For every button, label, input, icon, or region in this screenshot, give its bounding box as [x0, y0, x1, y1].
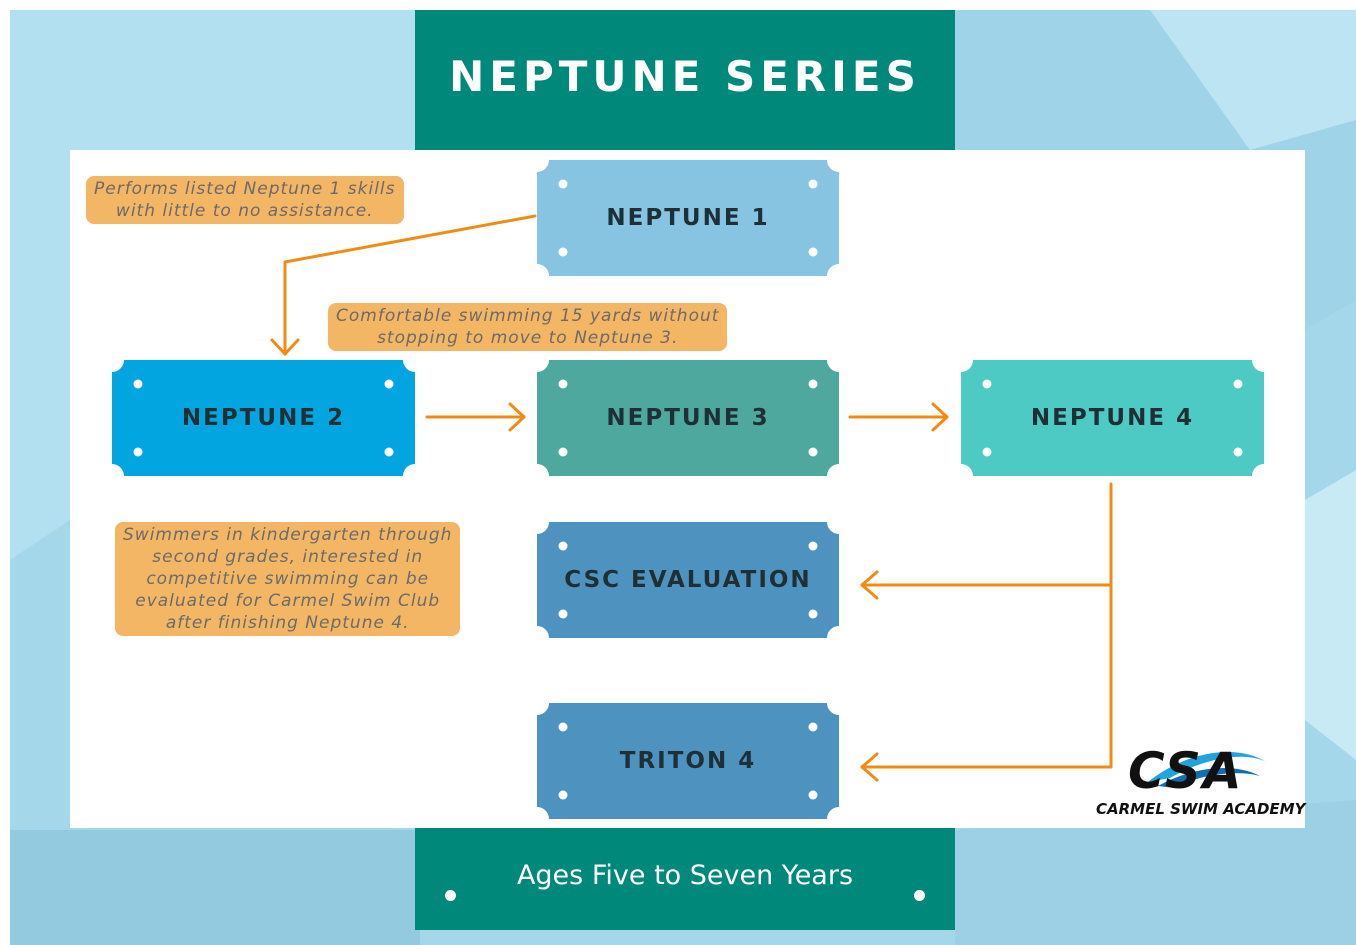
arrow-head [508, 402, 526, 432]
age-range: Ages Five to Seven Years [516, 860, 854, 891]
level-label: NEPTUNE 4 [1030, 405, 1195, 431]
rivet-dot [558, 541, 568, 551]
rivet-dot [558, 447, 568, 457]
rivet-dot [445, 890, 456, 901]
rivet-dot [384, 447, 394, 457]
rivet-dot [133, 447, 143, 457]
page-title: NEPTUNE SERIES [449, 51, 921, 101]
note-line: evaluated for Carmel Swim Club [135, 591, 441, 611]
arrow-head [270, 338, 300, 356]
plaque-body [537, 522, 839, 638]
plaque-shape [112, 360, 415, 476]
rivet-dot [1233, 447, 1243, 457]
level-neptune-4: NEPTUNE 4 [961, 360, 1264, 476]
wave-icon [1148, 751, 1266, 788]
plaque-body [537, 703, 839, 819]
level-csc-evaluation: CSC EVALUATION [537, 522, 839, 638]
arrow-neptune1-to-neptune2 [283, 214, 537, 356]
note-line: Performs listed Neptune 1 skills [94, 179, 396, 199]
csa-logo: CSA CARMEL SWIM ACADEMY [1088, 742, 1305, 826]
rivet-dot [558, 179, 568, 189]
level-triton-4: TRITON 4 [537, 703, 839, 819]
subtitle-banner: Ages Five to Seven Years [415, 828, 955, 930]
logo-letters: CSA [1128, 742, 1244, 800]
rivet-dot [808, 447, 818, 457]
level-label: NEPTUNE 2 [181, 405, 346, 431]
rivet-dot [133, 379, 143, 389]
plaque-shape [537, 522, 839, 638]
logo-name: CARMEL SWIM ACADEMY [1096, 800, 1306, 818]
level-label: TRITON 4 [619, 748, 757, 774]
rivet-dot [558, 790, 568, 800]
arrow-head [931, 402, 949, 432]
rivet-dot [808, 722, 818, 732]
level-label: NEPTUNE 1 [606, 205, 770, 231]
level-neptune-2: NEPTUNE 2 [112, 360, 415, 476]
arrow-head [860, 570, 879, 600]
note-line: stopping to move to Neptune 3. [377, 328, 679, 348]
plaque-body [537, 160, 839, 276]
arrow-head [860, 752, 879, 782]
rivet-dot [558, 722, 568, 732]
rivet-dot [558, 247, 568, 257]
plaque-shape [537, 160, 839, 276]
rivet-dot [808, 541, 818, 551]
note-line: after finishing Neptune 4. [165, 613, 410, 633]
rivet-dot [384, 379, 394, 389]
rivet-dot [808, 790, 818, 800]
rivet-dot [808, 609, 818, 619]
plaque-shape [961, 360, 1264, 476]
rivet-dot [914, 890, 925, 901]
plaque-body [961, 360, 1264, 476]
rivet-dot [982, 447, 992, 457]
note-line: with little to no assistance. [115, 201, 374, 221]
rivet-dot [808, 379, 818, 389]
plaque-shape [537, 360, 839, 476]
note-line: Comfortable swimming 15 yards without [336, 306, 720, 326]
note-neptune-2: Comfortable swimming 15 yards without st… [328, 303, 728, 351]
note-neptune-1: Performs listed Neptune 1 skills with li… [86, 176, 404, 224]
level-label: CSC EVALUATION [564, 567, 812, 593]
note-line: second grades, interested in [152, 547, 424, 567]
level-neptune-1: NEPTUNE 1 [537, 160, 839, 276]
note-csc-evaluation: Swimmers in kindergarten through second … [115, 522, 461, 636]
rivet-dot [808, 247, 818, 257]
rivet-dot [1233, 379, 1243, 389]
plaque-shape [537, 703, 839, 819]
plaque-body [537, 360, 839, 476]
plaque-body [112, 360, 415, 476]
rivet-dot [558, 379, 568, 389]
note-line: Swimmers in kindergarten through [123, 525, 453, 545]
level-neptune-3: NEPTUNE 3 [537, 360, 839, 476]
title-banner: NEPTUNE SERIES [415, 10, 955, 150]
note-line: competitive swimming can be [146, 569, 430, 589]
level-label: NEPTUNE 3 [606, 405, 770, 431]
rivet-dot [982, 379, 992, 389]
rivet-dot [808, 179, 818, 189]
rivet-dot [558, 609, 568, 619]
